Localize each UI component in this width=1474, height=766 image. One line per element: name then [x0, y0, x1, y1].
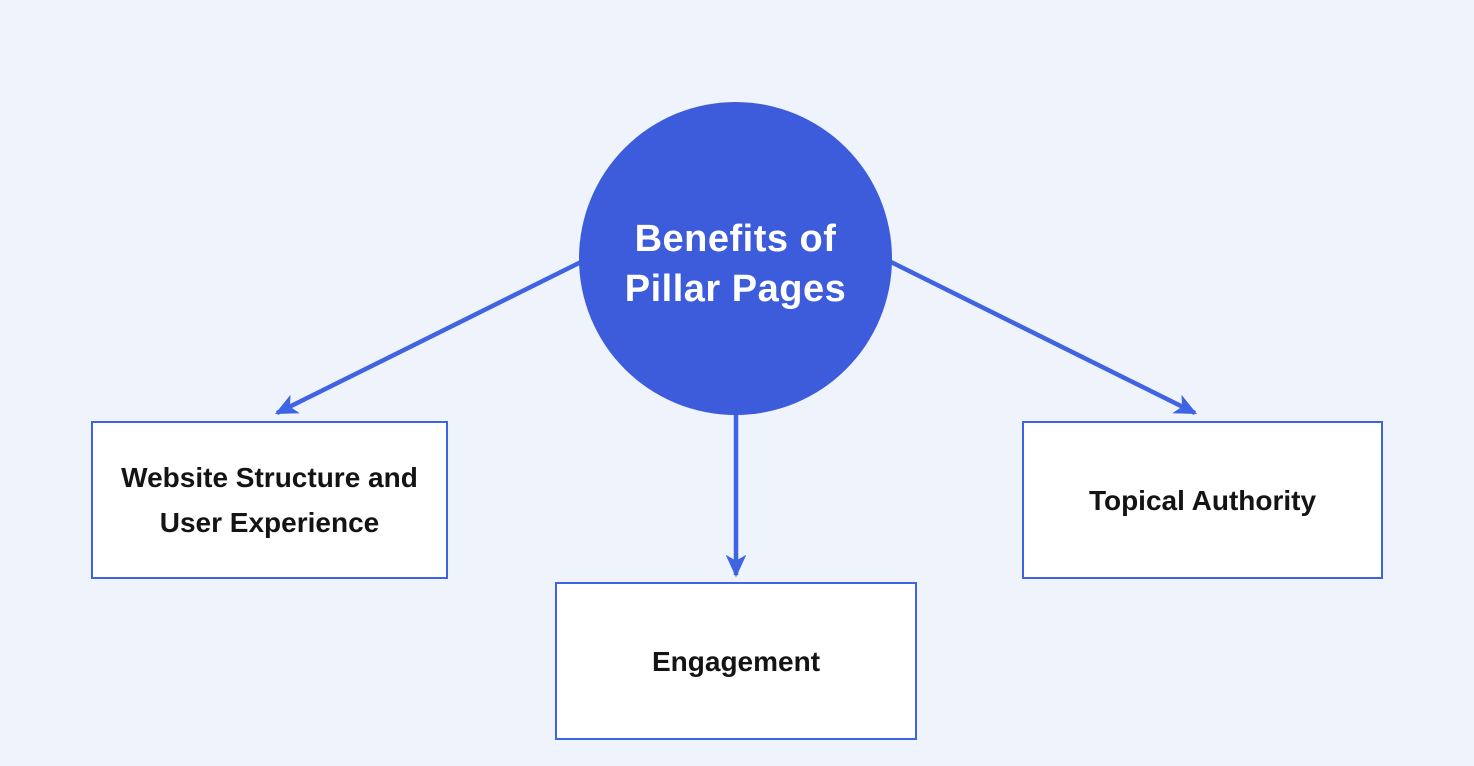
branch-node-topical-authority: Topical Authority [1022, 421, 1383, 579]
central-node-label: Benefits of Pillar Pages [625, 204, 846, 314]
branch-node-label: Engagement [651, 645, 821, 677]
central-node-line-1: Benefits of [634, 217, 837, 260]
arrow-to-website-structure [274, 259, 583, 416]
arrow-to-topical-authority [889, 259, 1198, 416]
central-node-line-2: Pillar Pages [624, 267, 847, 310]
branch-node-label: Topical Authority [1088, 484, 1317, 516]
central-node: Benefits of Pillar Pages [579, 102, 892, 415]
branch-node-label: Website Structure and User Experience [121, 462, 418, 538]
branch-node-website-structure: Website Structure and User Experience [91, 421, 448, 579]
branch-node-engagement: Engagement [555, 582, 917, 740]
